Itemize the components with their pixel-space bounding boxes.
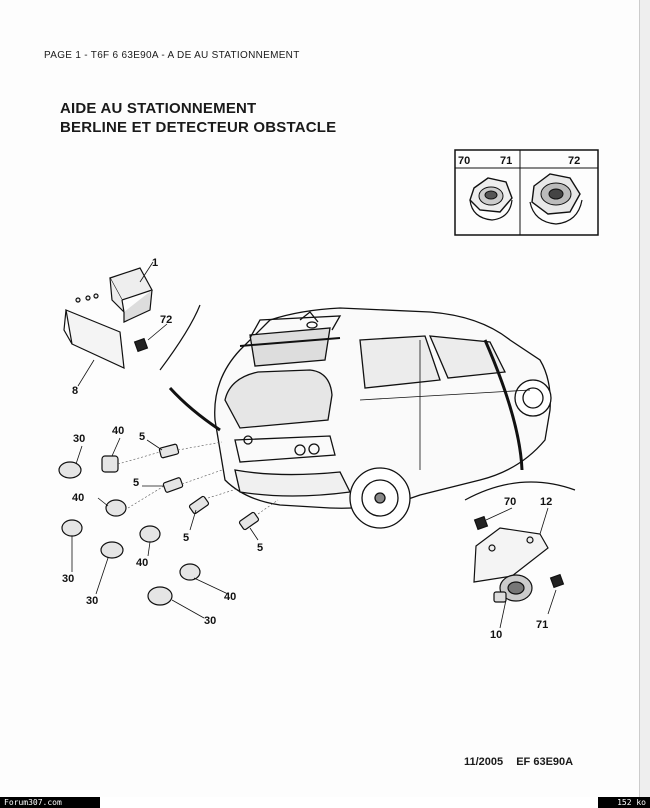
callout-5-b: 5 [133,477,139,489]
callout-30-a: 30 [73,433,85,445]
site-watermark: Forum307.com [0,797,100,808]
footer: 11/2005 EF 63E90A [464,756,583,768]
callout-40-d: 40 [224,591,236,603]
bottom-bar: Forum307.com 152 ko [0,797,650,808]
ecu-leaders [77,261,168,387]
callout-12: 12 [540,496,552,508]
callout-40-b: 40 [72,492,84,504]
callout-5-d: 5 [257,542,263,554]
page-subtitle: BERLINE ET DETECTEUR OBSTACLE [60,119,337,136]
obstacle-detector-assembly [473,515,565,603]
callout-40-c: 40 [136,557,148,569]
callout-30-d: 30 [204,615,216,627]
parking-aid-ecu [63,267,153,369]
callout-40-a: 40 [112,425,124,437]
detector-leaders [485,507,557,629]
callout-5-a: 5 [139,431,145,443]
page-reference: PAGE 1 - T6F 6 63E90A - A DE AU STATIONN… [44,50,300,61]
flange-nut-icon [469,177,513,221]
callout-70: 70 [504,496,516,508]
footer-date: 11/2005 [464,756,504,768]
detail-leader-arcs [159,304,576,501]
callout-30-c: 30 [86,595,98,607]
footer-reference: EF 63E90A [516,756,574,768]
nut-label-71: 71 [500,155,512,167]
callout-71: 71 [536,619,548,631]
callout-10: 10 [490,629,502,641]
callout-30-b: 30 [62,573,74,585]
page-title: AIDE AU STATIONNEMENT [60,100,257,117]
lock-nut-icon [529,173,583,225]
file-size: 152 ko [598,797,650,808]
sensor-leaders [71,437,259,619]
nut-inset-box [454,149,599,236]
page-edge [639,0,650,797]
nut-label-72: 72 [568,155,580,167]
callout-5-c: 5 [183,532,189,544]
callout-1: 1 [152,257,158,269]
nut-label-70: 70 [458,155,470,167]
callout-8: 8 [72,385,78,397]
callout-72: 72 [160,314,172,326]
parking-sensor-parts [58,443,260,606]
car-rear-view-drawing [214,307,552,529]
sensor-dash-leaders [117,441,279,515]
